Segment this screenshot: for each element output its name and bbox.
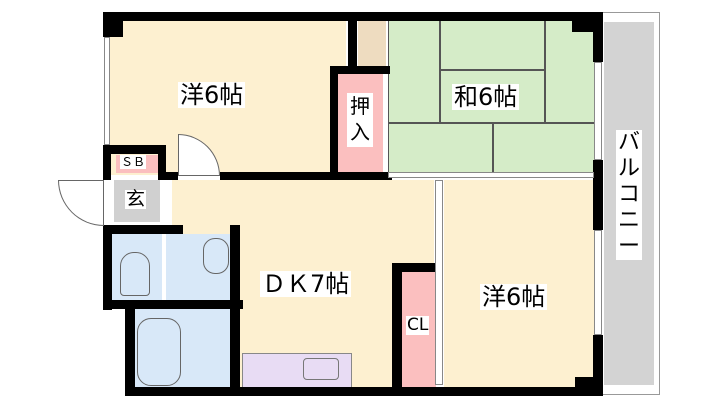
closet-label: CL (406, 315, 430, 335)
wall (103, 12, 123, 37)
sliding-door[interactable] (435, 180, 443, 385)
wall (392, 263, 402, 393)
tatami-mat (493, 123, 596, 173)
shoe-box-label: ＳＢ (120, 155, 147, 169)
tatami-mat (545, 20, 596, 123)
western-room-1-label: 洋6帖 (178, 81, 246, 109)
toilet-icon (120, 252, 150, 296)
tatami-mat (440, 20, 545, 70)
oshiire-label: 押入 (347, 93, 373, 147)
wall (330, 66, 390, 74)
sink-icon (303, 358, 339, 380)
wall (125, 387, 603, 396)
alcove (358, 20, 386, 70)
wall (103, 225, 183, 234)
wall (103, 145, 165, 154)
wall (575, 377, 600, 391)
window (594, 230, 602, 335)
western-room-2-label: 洋6帖 (480, 283, 548, 311)
wall (330, 66, 338, 178)
wall (158, 172, 178, 180)
bathroom (135, 308, 235, 390)
japanese-room-label: 和6帖 (452, 83, 520, 111)
wall (103, 225, 112, 310)
wall (593, 160, 603, 230)
wall (230, 225, 240, 395)
wall (103, 145, 111, 180)
tatami-mat (388, 123, 493, 173)
wall (220, 172, 392, 180)
sliding-door[interactable] (388, 172, 594, 178)
window (594, 62, 602, 160)
wash-basin-icon (203, 238, 229, 274)
window (104, 37, 110, 145)
bathtub-icon (137, 318, 181, 386)
wall (103, 300, 243, 309)
wall (593, 12, 603, 62)
entrance-door-swing[interactable] (58, 180, 104, 226)
wall (593, 335, 603, 395)
wall (125, 300, 135, 395)
tatami-mat (388, 20, 440, 123)
entrance-label: 玄 (125, 188, 147, 210)
balcony-label: バルコニー (616, 130, 642, 260)
dining-kitchen-label: ＤＫ7帖 (260, 270, 352, 298)
wall (392, 263, 442, 272)
tatami-mat (440, 70, 545, 123)
wall (348, 12, 357, 72)
wall (158, 145, 166, 180)
